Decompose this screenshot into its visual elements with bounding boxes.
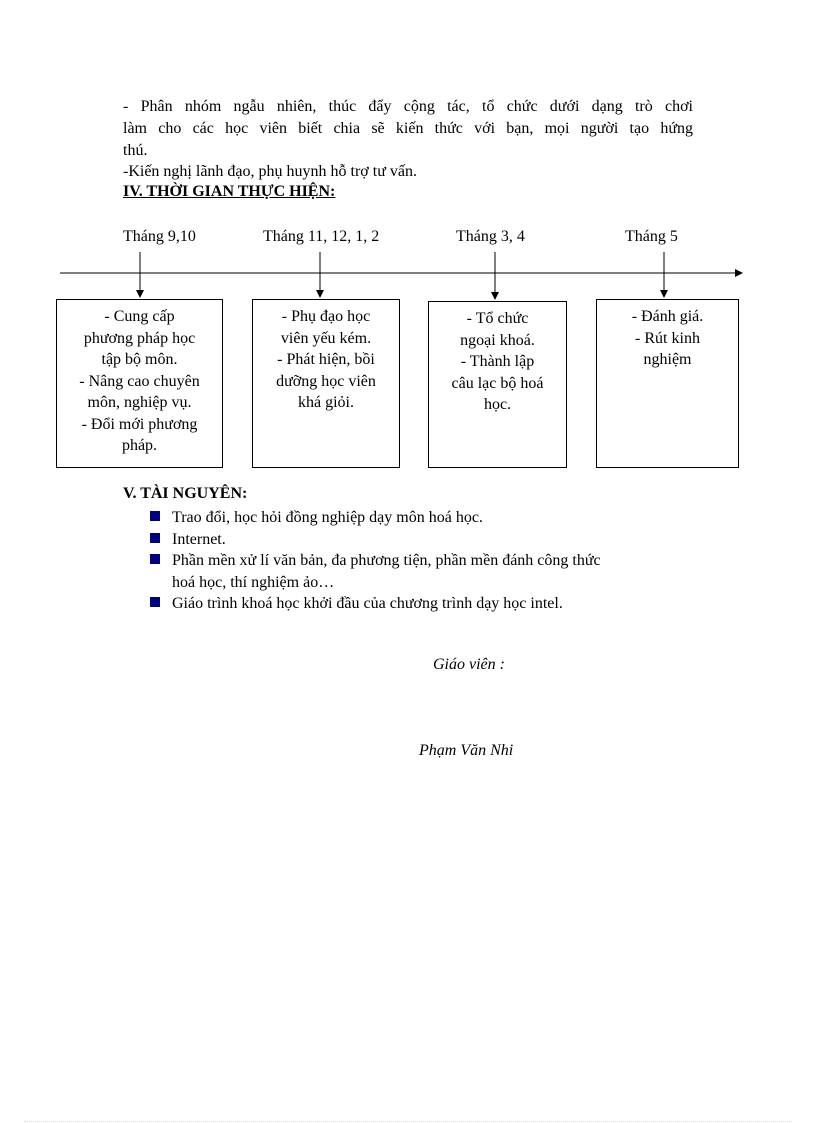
timeline-lines [60, 252, 743, 300]
intro-line-1: - Phân nhóm ngẫu nhiên, thúc đẩy cộng tá… [123, 98, 693, 115]
timeline-box-3-line: ngoại khoá. [460, 331, 535, 349]
timeline-box-3-line: học. [483, 396, 512, 413]
section-5-title: V. TÀI NGUYÊN: [123, 485, 248, 502]
timeline-box-4-line: nghiệm [643, 351, 692, 368]
timeline-diagram: Tháng 9,10 Tháng 11, 12, 1, 2 Tháng 3, 4… [0, 0, 816, 480]
timeline-box-3-line: - Tổ chức [466, 310, 529, 327]
list-item-text: Trao đổi, học hỏi đồng nghiệp dạy môn ho… [172, 509, 483, 526]
signature-name: Phạm Văn Nhi [419, 742, 514, 759]
timeline-box-1-line: pháp. [121, 437, 158, 454]
timeline-box-1-line: - Đổi mới phương [81, 415, 198, 433]
timeline-box-1-line: - Nâng cao chuyên [79, 372, 200, 390]
list-item-text: Giáo trình khoá học khởi đầu của chương … [172, 595, 563, 612]
timeline-box-4: - Đánh giá. - Rút kinh nghiệm [596, 299, 739, 468]
timeline-box-3: - Tổ chức ngoại khoá. - Thành lập câu lạ… [428, 301, 567, 468]
page-bottom-divider [24, 1121, 792, 1122]
timeline-month-3: Tháng 3, 4 [456, 228, 525, 245]
timeline-box-2-line: - Phát hiện, bồi [277, 351, 375, 368]
timeline-box-2: - Phụ đạo học viên yếu kém. - Phát hiện,… [252, 299, 400, 468]
section-4-title: IV. THỜI GIAN THỰC HIỆN: [123, 183, 336, 200]
timeline-box-3-line: - Thành lập [460, 353, 535, 370]
list-item: Phần mền xử lí văn bản, đa phương tiện, … [150, 550, 710, 593]
timeline-box-2-line: khá giỏi. [298, 394, 354, 411]
list-item-text: Phần mền xử lí văn bản, đa phương tiện, … [172, 552, 601, 569]
timeline-month-1: Tháng 9,10 [123, 228, 196, 245]
timeline-box-1-line: tập bộ môn. [101, 351, 178, 368]
bullet-square-icon [150, 511, 160, 521]
intro-line-2: làm cho các học viên biết chia sẽ kiến t… [123, 120, 693, 137]
timeline-box-3-line: câu lạc bộ hoá [451, 374, 544, 392]
bullet-square-icon [150, 597, 160, 607]
timeline-month-4: Tháng 5 [625, 228, 678, 245]
timeline-box-2-line: viên yếu kém. [280, 329, 372, 347]
list-item: Internet. [150, 529, 710, 551]
bullet-square-icon [150, 554, 160, 564]
timeline-box-2-line: - Phụ đạo học [281, 308, 371, 325]
timeline-box-1-line: môn, nghiệp vụ. [87, 394, 192, 411]
signature-role: Giáo viên : [433, 656, 505, 673]
timeline-month-2: Tháng 11, 12, 1, 2 [263, 228, 380, 245]
intro-line-3: thú. [123, 142, 148, 159]
intro-line-4: -Kiến nghị lãnh đạo, phụ huynh hỗ trợ tư… [123, 163, 417, 180]
timeline-box-1-line: - Cung cấp [104, 308, 175, 325]
resources-list: Trao đổi, học hỏi đồng nghiệp dạy môn ho… [150, 507, 710, 615]
timeline-box-4-line: - Rút kinh [635, 329, 700, 347]
timeline-box-4-line: - Đánh giá. [631, 308, 704, 325]
list-item: Giáo trình khoá học khởi đầu của chương … [150, 593, 710, 615]
timeline-box-2-line: dưỡng học viên [276, 372, 376, 390]
bullet-square-icon [150, 532, 160, 543]
list-item-text-continued: hoá học, thí nghiệm ảo… [172, 573, 335, 591]
list-item: Trao đổi, học hỏi đồng nghiệp dạy môn ho… [150, 507, 710, 529]
list-item-text: Internet. [172, 530, 226, 548]
timeline-box-1: - Cung cấp phương pháp học tập bộ môn. -… [56, 299, 223, 468]
timeline-box-1-line: phương pháp học [83, 329, 196, 347]
